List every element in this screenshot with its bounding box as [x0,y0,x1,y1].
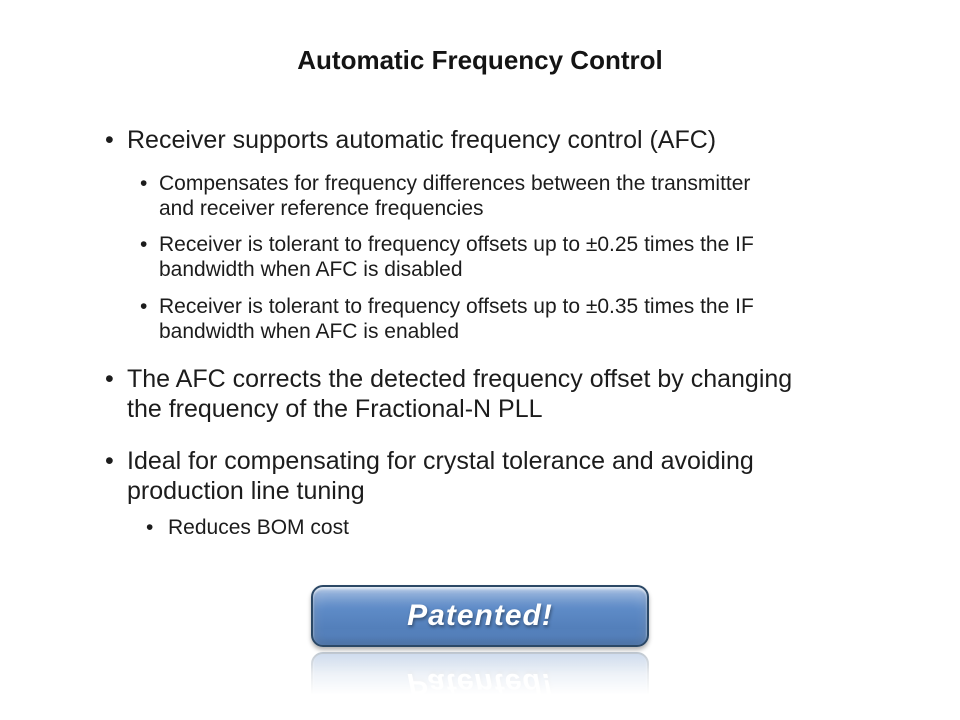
bullet-text-line: the frequency of the Fractional-N PLL [127,395,543,423]
badge-reflection-fade [311,652,649,700]
bullet-item: • Ideal for compensating for crystal tol… [0,446,960,506]
bullet-text-line: Ideal for compensating for crystal toler… [127,447,754,475]
bullet-text-line: Compensates for frequency differences be… [159,172,751,195]
slide-title: Automatic Frequency Control [297,45,663,75]
bullet-item: • Receiver supports automatic frequency … [0,125,960,155]
bullet-text-line: bandwidth when AFC is enabled [159,320,460,343]
bullet-item: • Receiver is tolerant to frequency offs… [0,294,960,344]
patented-badge-label: Patented! [407,599,553,632]
bullet-item: • Receiver is tolerant to frequency offs… [0,232,960,282]
badge-reflection: Patented! [311,652,649,700]
bullet-text-line: Receiver is tolerant to frequency offset… [159,233,754,256]
bullet-icon: • [140,233,148,256]
bullet-text-line: Receiver supports automatic frequency co… [127,126,717,154]
bullet-list: • Receiver supports automatic frequency … [0,125,960,540]
bullet-icon: • [105,447,114,475]
bullet-icon: • [146,516,154,539]
bullet-icon: • [140,172,148,195]
patented-badge: Patented! [311,585,649,647]
bullet-item: • The AFC corrects the detected frequenc… [0,364,960,424]
bullet-icon: • [105,365,114,393]
bullet-icon: • [105,126,114,154]
bullet-item: • Reduces BOM cost [0,515,960,540]
bullet-text-line: bandwidth when AFC is disabled [159,258,463,281]
bullet-text-line: Receiver is tolerant to frequency offset… [159,295,754,318]
bullet-text-line: The AFC corrects the detected frequency … [127,365,793,393]
bullet-icon: • [140,295,148,318]
bullet-text-line: production line tuning [127,477,365,505]
bullet-item: • Compensates for frequency differences … [0,171,960,221]
bullet-text-line: Reduces BOM cost [168,516,349,539]
bullet-text-line: and receiver reference frequencies [159,197,484,220]
